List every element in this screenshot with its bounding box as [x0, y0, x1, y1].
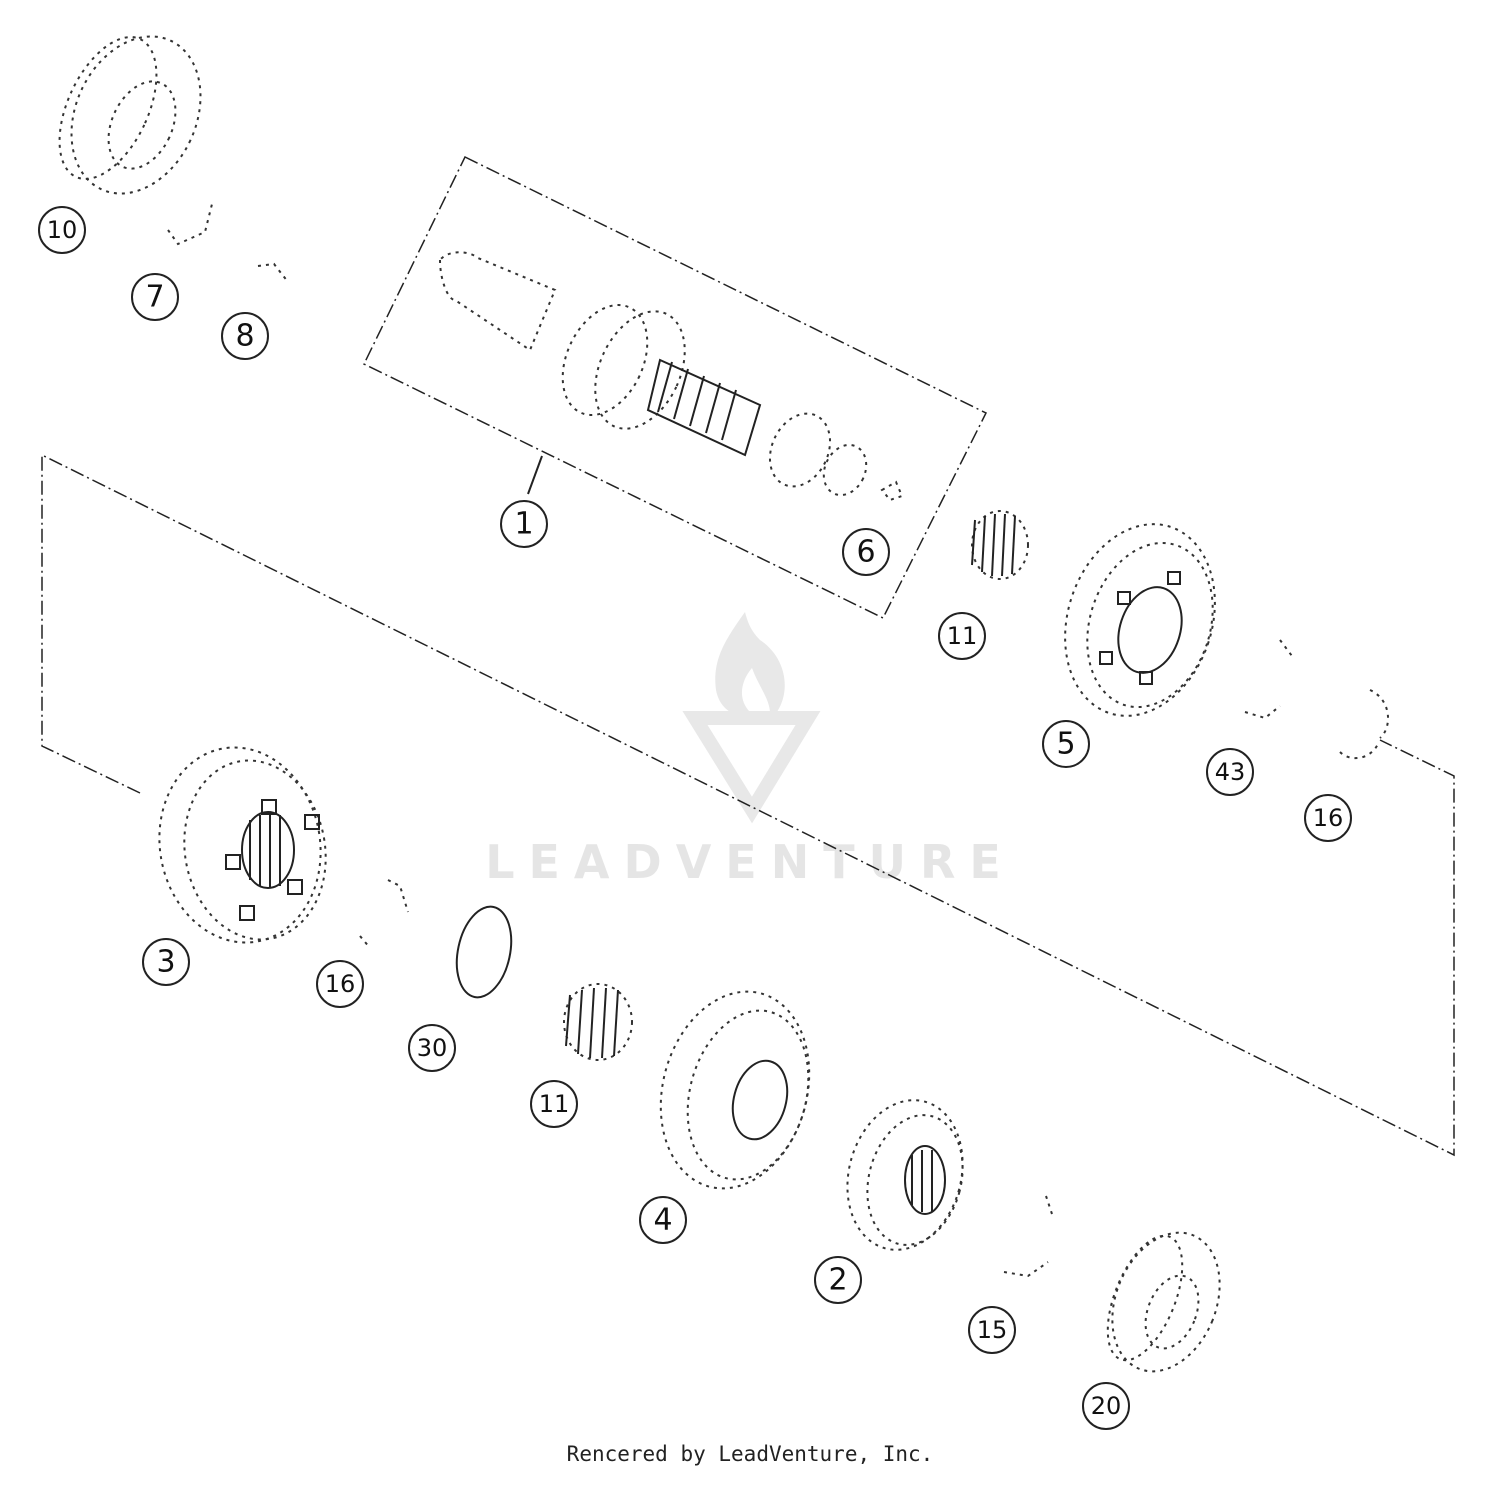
callout-10: 10 [38, 206, 86, 254]
callout-8: 8 [221, 312, 269, 360]
shaft-assembly-outline [362, 155, 988, 619]
callout-2: 2 [814, 1256, 862, 1304]
needle-bearing-part-11-upper [971, 510, 1029, 580]
callout-5: 5 [1042, 720, 1090, 768]
svg-text:10: 10 [47, 216, 78, 244]
callout-11a: 11 [938, 612, 986, 660]
svg-text:4: 4 [653, 1203, 672, 1238]
washer-part-43 [1244, 639, 1293, 720]
svg-text:5: 5 [1056, 727, 1075, 762]
callout-11b: 11 [530, 1080, 578, 1128]
leadventure-watermark-logo: LEADVENTURE [485, 612, 1015, 889]
callout-15: 15 [968, 1306, 1016, 1354]
gear-set-outline [41, 453, 1455, 1157]
svg-text:16: 16 [325, 970, 356, 998]
gear-part-2 [846, 1099, 964, 1251]
callout-16b: 16 [316, 960, 364, 1008]
svg-text:20: 20 [1091, 1392, 1122, 1420]
bearing-part-20 [1106, 1231, 1221, 1373]
watermark-text: LEADVENTURE [485, 835, 1015, 889]
needle-bearing-part-11-lower [563, 983, 633, 1061]
svg-text:1: 1 [514, 507, 533, 542]
circlip-part-16-left [359, 879, 409, 949]
callout-43: 43 [1206, 748, 1254, 796]
callout-7: 7 [131, 273, 179, 321]
callout-16a: 16 [1304, 794, 1352, 842]
circlip-part-16-right [1339, 689, 1390, 760]
svg-text:3: 3 [156, 945, 175, 980]
svg-text:11: 11 [539, 1090, 570, 1118]
callout-30: 30 [408, 1024, 456, 1072]
washer-part-6 [880, 480, 904, 502]
svg-text:8: 8 [235, 319, 254, 354]
gear-part-4 [659, 990, 811, 1190]
shim-part-30 [455, 905, 513, 999]
callout-20: 20 [1082, 1382, 1130, 1430]
svg-text:16: 16 [1313, 804, 1344, 832]
svg-text:6: 6 [856, 535, 875, 570]
svg-text:43: 43 [1215, 758, 1246, 786]
washer-part-15 [1003, 1195, 1053, 1278]
callout-1: 1 [500, 500, 548, 548]
gear-part-5 [1064, 523, 1216, 717]
circlip-part-8 [257, 262, 289, 283]
callout-3: 3 [142, 938, 190, 986]
bearing-part-10 [58, 35, 202, 195]
gear-part-3 [158, 746, 327, 944]
svg-text:15: 15 [977, 1316, 1008, 1344]
leader-line-1 [527, 455, 543, 495]
svg-text:2: 2 [828, 1263, 847, 1298]
callout-4: 4 [639, 1196, 687, 1244]
svg-text:11: 11 [947, 622, 978, 650]
main-shaft-part-1 [438, 251, 868, 497]
washer-part-7 [167, 203, 213, 246]
svg-text:7: 7 [145, 280, 164, 315]
render-credit: Rencered by LeadVenture, Inc. [566, 1442, 934, 1466]
svg-text:30: 30 [417, 1034, 448, 1062]
callout-6: 6 [842, 528, 890, 576]
